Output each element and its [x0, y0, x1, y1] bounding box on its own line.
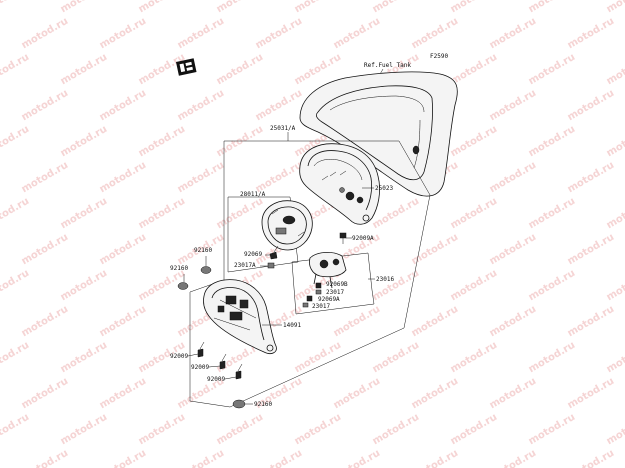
damper-mid-drawing	[177, 282, 189, 290]
screw-lower-3-drawing	[235, 363, 243, 380]
meter-panel-drawing	[299, 143, 380, 225]
screw-92009a-drawing	[339, 232, 347, 244]
leader-92009-1	[187, 353, 199, 357]
label-23017a: 23017A	[234, 262, 256, 269]
ref-fuel-tank-label: Ref.Fuel Tank	[364, 62, 411, 69]
label-92069b: 92069B	[326, 281, 348, 288]
damper-bottom-drawing	[232, 399, 246, 409]
label-92069a: 92069A	[318, 296, 340, 303]
speedometer-unit-drawing	[261, 200, 313, 251]
screw-92069a-drawing	[306, 295, 313, 302]
lower-cover-drawing	[203, 279, 277, 354]
label-14091: 14091	[283, 322, 301, 329]
label-23017-c: 23017	[312, 303, 330, 310]
screw-92069b-drawing	[315, 282, 322, 289]
nut-23017-b-drawing	[315, 289, 322, 295]
nut-23017a-drawing	[267, 262, 275, 269]
leader-92009-3	[224, 376, 237, 380]
label-92069: 92069	[244, 251, 262, 258]
label-92009-2: 92009	[191, 364, 209, 371]
label-92160-top: 92160	[194, 247, 212, 254]
label-23016: 23016	[376, 276, 394, 283]
damper-top-drawing	[200, 266, 212, 274]
fuel-tank-cover-drawing	[299, 71, 458, 197]
diagram-code: F2590	[430, 53, 448, 60]
label-92160-bottom: 92160	[254, 401, 272, 408]
label-92160-mid: 92160	[170, 265, 188, 272]
screw-92069-drawing	[269, 245, 279, 260]
label-23017-b: 23017	[326, 289, 344, 296]
label-25031a: 25031/A	[270, 125, 296, 132]
speedometer-subbox	[227, 196, 299, 273]
brand-logo-icon	[176, 58, 197, 76]
leader-92009-2	[208, 365, 221, 368]
nut-23017-c-drawing	[302, 302, 309, 308]
label-25023: 25023	[375, 185, 393, 192]
screw-lower-2-drawing	[219, 353, 227, 370]
label-28011a: 28011/A	[240, 191, 266, 198]
label-92009-3: 92009	[207, 376, 225, 383]
bracket-subbox	[291, 252, 375, 315]
screw-lower-1-drawing	[197, 341, 205, 358]
bracket-assy-drawing	[309, 252, 347, 289]
label-92009a: 92009A	[352, 235, 374, 242]
label-92009-1: 92009	[170, 353, 188, 360]
